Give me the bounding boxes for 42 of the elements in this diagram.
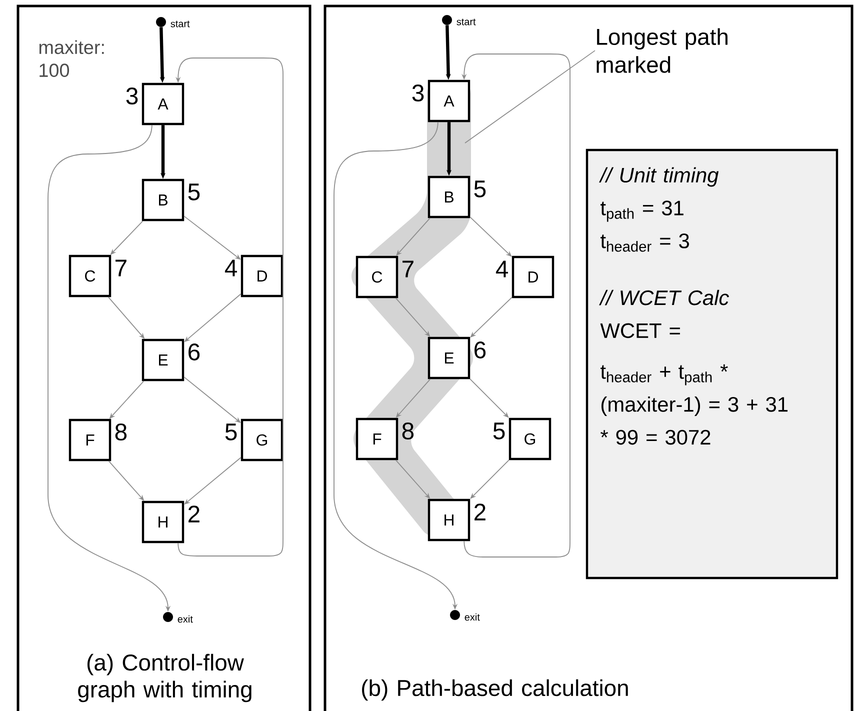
block-box: A — [428, 80, 470, 122]
block-box: C — [356, 256, 398, 298]
terminal-label: start — [456, 18, 476, 26]
block-box: C — [68, 254, 112, 298]
timing-number: 6 — [474, 342, 486, 358]
timing-number: 8 — [402, 422, 414, 440]
timing-number: 5 — [188, 184, 200, 200]
block-box: G — [240, 418, 284, 462]
arrow — [470, 460, 510, 499]
timing-number: 7 — [116, 260, 126, 276]
arrow — [470, 378, 509, 418]
timing-number: 5 — [225, 424, 237, 440]
timing-number: 4 — [224, 260, 237, 276]
block-box: F — [68, 418, 112, 462]
leader-line — [464, 50, 596, 144]
block-box: B — [142, 178, 184, 222]
terminal-label: exit — [464, 613, 480, 621]
block-box: E — [142, 338, 184, 382]
terminal-label: start — [170, 20, 190, 28]
block-box: B — [428, 176, 470, 218]
block-box: H — [428, 498, 470, 542]
terminal-label: exit — [178, 615, 193, 623]
note-box: // Unit timing t$_{path}$ = 31 t$_{header}$ = 3 // WCET Calc WCET = t$_{header}$ + t$_{path}$ * (maxiter-1) = 3 + 31 * 99 = 3072 — [586, 148, 838, 580]
block-box: F — [356, 418, 398, 460]
timing-number: 4 — [496, 260, 508, 278]
timing-number: 5 — [474, 180, 486, 198]
block-box: H — [142, 500, 184, 544]
block-box: G — [508, 418, 552, 460]
parameter-label: maxiter: 100 — [39, 40, 104, 78]
timing-number: 2 — [474, 504, 486, 520]
timing-number: 5 — [493, 422, 505, 440]
block-box: A — [142, 82, 184, 126]
block-box: D — [512, 256, 554, 298]
block-box: E — [428, 336, 470, 380]
timing-number: 3 — [412, 84, 424, 102]
timing-number: 2 — [188, 506, 200, 522]
block-box: D — [240, 254, 284, 298]
callout-text: Longest path marked — [596, 28, 728, 73]
timing-number: 3 — [126, 88, 138, 104]
timing-number: 8 — [115, 424, 127, 440]
timing-number: 6 — [188, 344, 200, 360]
timing-number: 7 — [402, 260, 414, 278]
